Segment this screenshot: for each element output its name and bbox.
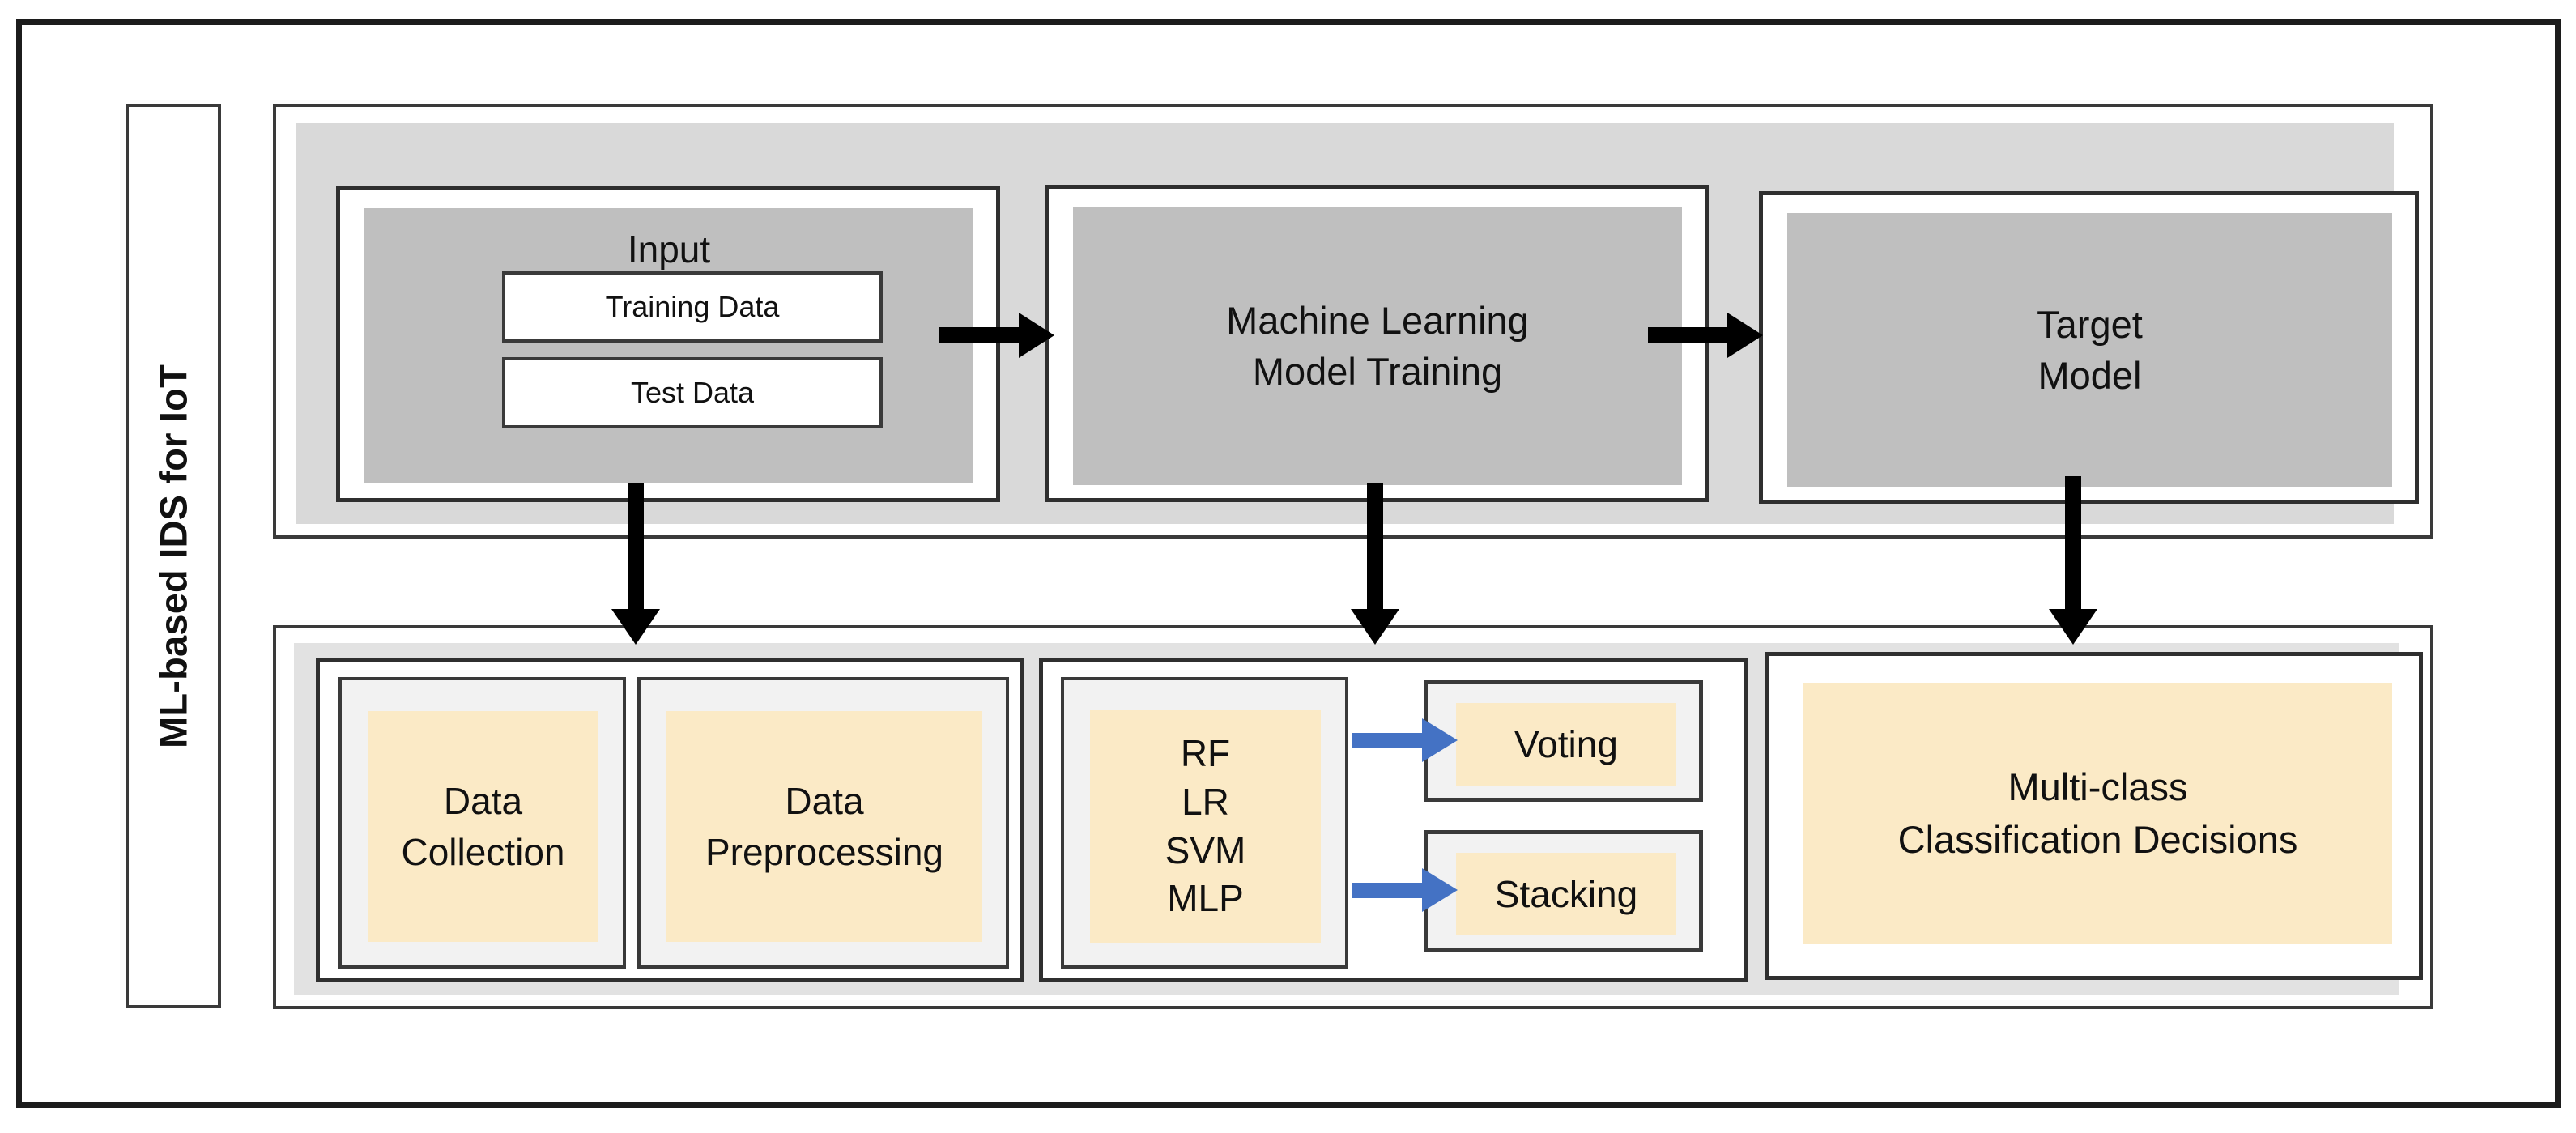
models-to-voting-arrowhead-icon — [1422, 718, 1458, 762]
data-pipeline-group: Data Collection Data Preprocessing — [316, 658, 1024, 982]
figure-side-label: ML-based IDS for IoT — [151, 364, 195, 748]
input-to-collection-arrowhead-icon — [611, 609, 660, 645]
data-preprocessing-box: Data Preprocessing — [637, 677, 1009, 969]
target-model-card: Target Model — [1759, 191, 2419, 504]
model-svm: SVM — [1165, 828, 1246, 871]
ml-model-training-fill: Machine Learning Model Training — [1073, 207, 1682, 485]
training-data-box: Training Data — [502, 271, 883, 343]
target-line-1: Target — [2037, 302, 2143, 346]
target-line-2: Model — [2037, 354, 2142, 397]
test-data-box: Test Data — [502, 357, 883, 428]
data-preprocessing-line-2: Preprocessing — [705, 830, 944, 873]
data-collection-line-1: Data — [443, 780, 523, 823]
data-collection-fill: Data Collection — [368, 711, 598, 942]
decisions-line-2: Classification Decisions — [1897, 817, 2298, 861]
training-to-models-shaft-icon — [1367, 483, 1383, 616]
classification-decisions-group: Multi-class Classification Decisions — [1765, 652, 2423, 980]
models-to-voting-shaft-icon — [1352, 733, 1424, 748]
data-preprocessing-label: Data Preprocessing — [705, 776, 943, 876]
input-card-title: Input — [627, 228, 711, 270]
side-title-panel: ML-based IDS for IoT — [126, 104, 221, 1008]
base-models-box: RF LR SVM MLP — [1061, 677, 1348, 969]
ml-model-training-card: Machine Learning Model Training — [1045, 185, 1709, 502]
base-models-fill: RF LR SVM MLP — [1090, 710, 1321, 943]
input-to-collection-shaft-icon — [628, 483, 644, 616]
stacking-box: Stacking — [1424, 830, 1703, 952]
voting-label: Voting — [1456, 703, 1676, 786]
stacking-label: Stacking — [1456, 853, 1676, 935]
input-card-fill: Input — [364, 208, 973, 483]
data-preprocessing-fill: Data Preprocessing — [666, 711, 982, 942]
training-to-target-shaft-icon — [1648, 327, 1733, 343]
voting-box: Voting — [1424, 680, 1703, 802]
model-mlp: MLP — [1167, 877, 1244, 920]
data-preprocessing-line-1: Data — [785, 780, 864, 823]
input-card: Input Training Data Test Data — [336, 186, 1000, 502]
ml-training-line-2: Model Training — [1252, 350, 1503, 393]
input-to-training-shaft-icon — [939, 327, 1024, 343]
model-ensemble-group: RF LR SVM MLP Voting Stacking — [1039, 658, 1748, 982]
target-to-decisions-arrowhead-icon — [2049, 609, 2097, 645]
data-collection-line-2: Collection — [401, 830, 565, 873]
input-to-training-arrowhead-icon — [1019, 313, 1054, 358]
models-to-stacking-arrowhead-icon — [1422, 868, 1458, 912]
training-to-models-arrowhead-icon — [1351, 609, 1399, 645]
decisions-line-1: Multi-class — [2008, 765, 2188, 808]
ml-model-training-label: Machine Learning Model Training — [1226, 295, 1529, 398]
models-to-stacking-shaft-icon — [1352, 883, 1424, 898]
classification-decisions-label: Multi-class Classification Decisions — [1898, 761, 2298, 867]
model-rf: RF — [1180, 731, 1231, 774]
classification-decisions-fill: Multi-class Classification Decisions — [1803, 683, 2392, 944]
target-model-label: Target Model — [2037, 299, 2143, 402]
data-collection-label: Data Collection — [402, 776, 565, 876]
ml-training-line-1: Machine Learning — [1226, 298, 1529, 342]
training-to-target-arrowhead-icon — [1727, 313, 1763, 358]
model-lr: LR — [1182, 780, 1229, 823]
target-model-fill: Target Model — [1787, 213, 2392, 487]
target-to-decisions-shaft-icon — [2065, 476, 2081, 616]
data-collection-box: Data Collection — [338, 677, 626, 969]
